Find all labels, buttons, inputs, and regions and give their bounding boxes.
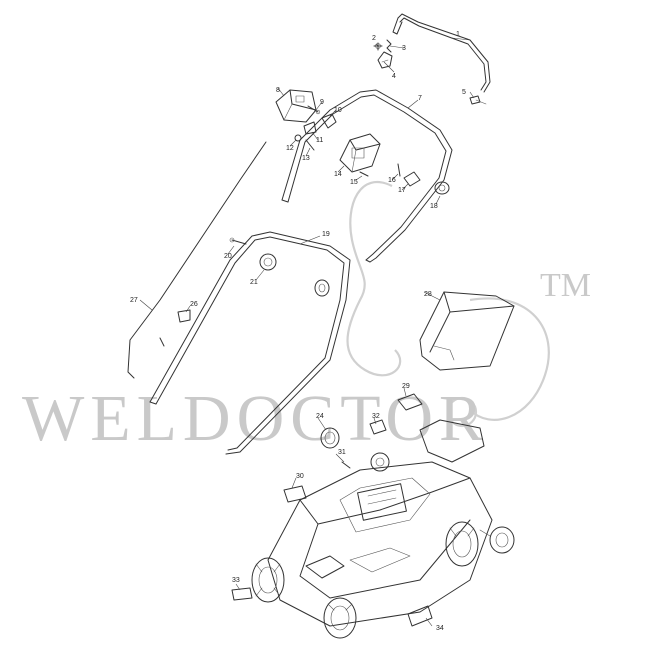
part-3-spring: [386, 39, 392, 53]
part-33-label: [231, 587, 253, 601]
part-number-32: 32: [372, 413, 380, 420]
part-19-lower-handle: [149, 231, 351, 455]
part-number-9: 9: [320, 99, 324, 106]
part-number-7: 7: [418, 95, 422, 102]
part-number-21: 21: [250, 279, 258, 286]
part-2-screw: [373, 42, 383, 51]
part-number-27: 27: [130, 297, 138, 304]
part-number-1: 1: [456, 31, 460, 38]
part-number-16: 16: [388, 177, 396, 184]
part-1-switch-lever: [392, 13, 491, 93]
part-5-bolt: [469, 95, 487, 105]
part-32-label: [369, 419, 387, 435]
part-number-30: 30: [296, 473, 304, 480]
part-24-wheel-adjuster: [320, 427, 340, 449]
part-number-12: 12: [286, 145, 294, 152]
part-4-lock-button: [377, 51, 393, 69]
part-8-switch-box: [275, 89, 317, 123]
part-13-screw: [305, 139, 315, 151]
part-number-34: 34: [436, 625, 444, 632]
part-number-2: 2: [372, 35, 376, 42]
watermark-stethoscope-head: [446, 396, 478, 428]
part-17-clamp: [403, 171, 421, 187]
mower-wheel-rear-left: [323, 597, 357, 639]
part-21-knob: [259, 253, 277, 271]
part-number-8: 8: [276, 87, 280, 94]
part-number-14: 14: [334, 171, 342, 178]
part-number-13: 13: [302, 155, 310, 162]
part-number-26: 26: [190, 301, 198, 308]
watermark: WELDOCTOR TM: [22, 180, 591, 455]
part-26-clip: [177, 309, 191, 323]
part-34-label: [407, 605, 433, 627]
mower-wheel-front-right: [370, 452, 390, 472]
part-number-18: 18: [430, 203, 438, 210]
part-21-knob-right: [314, 279, 330, 297]
part-number-19: 19: [322, 231, 330, 238]
part-number-5: 5: [462, 89, 466, 96]
part-number-labels: 1 2 3 4 5 7 8 9 10 11 12 13 14 15 16 17 …: [130, 31, 466, 632]
part-20-bolt: [229, 237, 247, 245]
part-30-label: [283, 485, 307, 503]
part-number-31: 31: [338, 449, 346, 456]
part-10-cap: [321, 113, 337, 129]
mower-wheel-detached: [479, 526, 515, 554]
mower-body: [267, 419, 493, 627]
part-31-pin: [341, 461, 351, 469]
part-number-24: 24: [316, 413, 324, 420]
mower-wheel-front-left: [251, 557, 285, 603]
part-number-10: 10: [334, 107, 342, 114]
part-18-knob: [434, 181, 450, 195]
part-number-20: 20: [224, 253, 232, 260]
mower-wheel-rear-right: [445, 521, 479, 567]
part-7-upper-handle: [281, 89, 453, 263]
watermark-tm: TM: [540, 267, 591, 304]
part-number-11: 11: [316, 137, 323, 144]
part-number-28: 28: [424, 291, 432, 298]
part-27-cable: [127, 141, 267, 379]
part-15-screw: [359, 171, 369, 177]
watermark-text: WELDOCTOR: [22, 382, 489, 455]
part-number-17: 17: [398, 187, 406, 194]
part-9-screw: [307, 105, 321, 115]
part-number-29: 29: [402, 383, 410, 390]
watermark-stethoscope-tube: [346, 180, 402, 377]
watermark-stethoscope-loop: [469, 297, 550, 421]
part-16-screw: [397, 163, 401, 177]
part-number-3: 3: [402, 45, 406, 52]
part-number-33: 33: [232, 577, 240, 584]
part-number-4: 4: [392, 73, 396, 80]
part-29-label: [397, 393, 423, 411]
part-11-cover: [303, 121, 317, 135]
part-14-switch-housing: [339, 133, 381, 173]
part-number-15: 15: [350, 179, 358, 186]
part-28-battery-cover: [419, 291, 515, 371]
leader-lines: [139, 37, 475, 627]
part-12-nut: [294, 134, 302, 142]
